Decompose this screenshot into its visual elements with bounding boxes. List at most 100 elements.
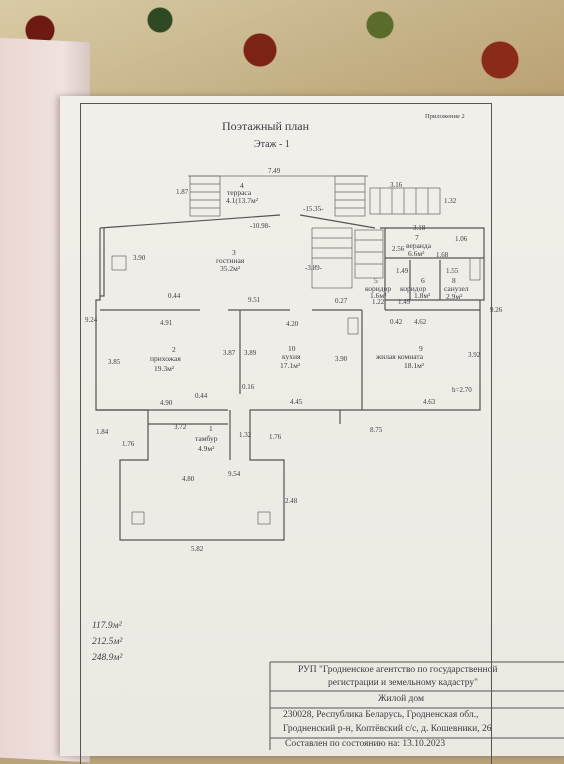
- dimension: 9.26: [490, 306, 503, 314]
- dimension: 0.44: [168, 292, 181, 300]
- porch-post-left: [131, 511, 145, 525]
- wall-top-right: [299, 214, 376, 229]
- dimension: 4.20: [286, 320, 299, 328]
- dimension: 4.45: [290, 398, 303, 406]
- stamp-address-line1: 230028, Республика Беларусь, Гродненская…: [283, 710, 479, 720]
- dimension: 3.90: [335, 355, 348, 363]
- dimension: 2.48: [285, 497, 298, 505]
- room-7-name: веранда: [406, 241, 432, 250]
- room-2-area: 19.3м²: [154, 364, 175, 373]
- dimension: 3.72: [174, 423, 187, 431]
- dimension: 7.49: [268, 167, 281, 175]
- stamp-address-line2: Гродненский р-н, Коптёвский с/с, д. Коше…: [283, 724, 492, 734]
- document-page: [60, 96, 564, 756]
- dimension: 1.84: [96, 428, 109, 436]
- dimension: 0.16: [242, 383, 255, 391]
- floor-label: Этаж - 1: [254, 139, 290, 150]
- room-3-number: 3: [232, 248, 236, 257]
- room-3-name: гостиная: [216, 256, 245, 265]
- dimension: 4.80: [182, 475, 195, 483]
- dimension: 3.85: [108, 358, 121, 366]
- room-8-number: 8: [452, 276, 456, 285]
- dimension: -10.98-: [250, 222, 271, 230]
- dimension: 0.42: [390, 318, 403, 326]
- room-6-area: 1.8м²: [414, 291, 431, 300]
- room-7-number: 7: [415, 233, 419, 242]
- dimension: -3.89-: [305, 264, 322, 272]
- dimension: 1.87: [176, 188, 189, 196]
- dimension: 8.75: [370, 426, 383, 434]
- room-1-number: 1: [209, 424, 213, 433]
- room-5-name: коридор: [365, 284, 392, 293]
- porch-post-right: [257, 511, 271, 525]
- room-6-number: 6: [421, 276, 425, 285]
- dimension: 4.90: [160, 399, 173, 407]
- area-total-3: 248.9м²: [92, 653, 123, 663]
- outer-wall: [95, 227, 485, 541]
- room-10-area: 17.1м²: [280, 361, 301, 370]
- dimension: 1.22: [372, 298, 385, 306]
- room-10-number: 10: [288, 344, 296, 353]
- room-9-name: жилая комната: [376, 352, 424, 361]
- room-1-name: тамбур: [195, 434, 218, 443]
- stamp-organization-line2: регистрации и земельному кадастру": [328, 678, 479, 688]
- veranda-stairs: [311, 227, 384, 289]
- stamp-organization-line1: РУП "Гродненское агентство по государств…: [298, 665, 498, 675]
- room-8-area: 2.9м²: [446, 292, 463, 301]
- room-10-name: кухня: [282, 352, 301, 361]
- dimension: 0.27: [335, 297, 348, 305]
- room-5-number: 5: [374, 276, 378, 285]
- stamp-object-type: Жилой дом: [378, 694, 424, 704]
- dimension: 9.24: [85, 316, 98, 324]
- dimension: 0.44: [195, 392, 208, 400]
- stove: [111, 255, 127, 271]
- room-4-area: 4.1(13.7м²: [226, 196, 258, 205]
- kitchen-vent: [347, 317, 359, 335]
- dimension: 4.91: [160, 319, 173, 327]
- stamp-compiled-line: Составлен по состоянию на: 13.10.2023: [285, 739, 446, 749]
- bathroom-fixture: [469, 257, 481, 281]
- dimension: 3.90: [133, 254, 146, 262]
- dimension: 1.49: [398, 298, 411, 306]
- dimension: 9.51: [248, 296, 261, 304]
- room-9-area: 18.1м²: [404, 361, 425, 370]
- dimension: -15.35-: [303, 205, 324, 213]
- room-5-area: 1.6м²: [370, 291, 387, 300]
- dimension: 1.49: [396, 267, 409, 275]
- dimension: 3.92: [468, 351, 481, 359]
- dimension: 1.32: [239, 431, 252, 439]
- dimension: 3.89: [244, 349, 257, 357]
- room-3-area: 35.2м²: [220, 264, 241, 273]
- dimension: 1.68: [436, 251, 449, 259]
- room-9-number: 9: [419, 344, 423, 353]
- room-4-name: терраса: [227, 188, 252, 197]
- dimension: 1.76: [122, 440, 135, 448]
- dimension: 1.76: [269, 433, 282, 441]
- page-title: Поэтажный план: [222, 119, 310, 133]
- terrace-stairs: [188, 175, 441, 217]
- room-6-name: коридор: [400, 284, 427, 293]
- area-total-1: 117.9м²: [92, 621, 122, 631]
- room-4-number: 4: [240, 181, 244, 190]
- area-total-2: 212.5м²: [92, 637, 123, 647]
- dimension: 1.55: [446, 267, 459, 275]
- room-8-name: санузел: [444, 284, 469, 293]
- outer-wall-inner: [100, 228, 105, 297]
- dimension: 4.62: [414, 318, 427, 326]
- room-2-name: прихожая: [150, 354, 181, 363]
- dimension: 1.32: [444, 197, 457, 205]
- dimension: 4.63: [423, 398, 436, 406]
- dimension: 1.06: [455, 235, 468, 243]
- room-7-area: 6.6м²: [408, 249, 425, 258]
- dimension: 3.16: [390, 181, 403, 189]
- wall-top-left: [99, 214, 281, 229]
- appendix-label: Приложение 2: [425, 113, 465, 120]
- dimension: 3.87: [223, 349, 236, 357]
- dimension: 9.54: [228, 470, 241, 478]
- dimension: 5.82: [191, 545, 204, 553]
- dimension: h=2.70: [452, 386, 472, 394]
- room-1-area: 4.9м²: [198, 444, 215, 453]
- room-2-number: 2: [172, 345, 176, 354]
